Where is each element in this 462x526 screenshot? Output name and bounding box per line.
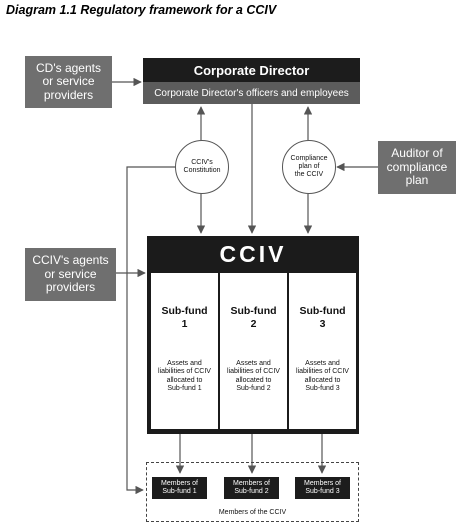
auditor-box: Auditor of compliance plan xyxy=(378,141,456,194)
cciv-box: CCIV Sub-fund 1 Assets and liabilities o… xyxy=(147,236,359,434)
arrow-constitution-to-members xyxy=(126,166,175,495)
auditor-line3: plan xyxy=(405,173,429,188)
cd-agents-line3: providers xyxy=(43,87,94,102)
cciv-agents-line1: CCIV's agents xyxy=(32,253,109,268)
subfund-1-desc-line1: Assets and xyxy=(167,360,202,367)
subfund-2-name-line1: Sub-fund xyxy=(230,305,277,317)
members-2-line2: Sub-fund 2 xyxy=(234,488,269,495)
subfund-2: Sub-fund 2 Assets and liabilities of CCI… xyxy=(220,273,287,429)
subfund-3-desc-line2: liabilities of CCIV xyxy=(296,368,349,376)
cciv-agents-line2: or service xyxy=(44,266,97,281)
subfund-1-name-line2: 1 xyxy=(181,318,188,331)
subfund-1-desc-line3: allocated to xyxy=(166,376,203,384)
subfund-2-desc-line2: liabilities of CCIV xyxy=(227,368,280,376)
compliance-plan-circle: Compliance plan of the CCIV xyxy=(282,140,336,194)
cd-agents-box: CD's agents or service providers xyxy=(25,56,112,108)
members-subfund-3: Members of Sub-fund 3 xyxy=(295,477,350,499)
auditor-line2: compliance xyxy=(386,159,448,174)
subfund-1: Sub-fund 1 Assets and liabilities of CCI… xyxy=(151,273,218,429)
compliance-line1: Compliance xyxy=(290,154,328,162)
members-of-cciv-frame xyxy=(146,462,359,522)
subfund-3-desc-line4: Sub-fund 3 xyxy=(305,385,340,393)
compliance-line2: plan of xyxy=(298,162,320,170)
cciv-constitution-circle: CCIV's Constitution xyxy=(175,140,229,194)
diagram-title: Diagram 1.1 Regulatory framework for a C… xyxy=(6,3,277,17)
subfund-2-desc-line1: Assets and xyxy=(236,360,271,367)
subfund-3-name-line1: Sub-fund xyxy=(299,305,346,317)
subfund-2-name-line2: 2 xyxy=(250,318,257,331)
corporate-director-box: Corporate Director Corporate Director's … xyxy=(143,58,360,104)
subfund-1-name-line1: Sub-fund xyxy=(161,305,208,317)
subfund-2-desc-line3: allocated to xyxy=(235,376,272,384)
members-of-cciv-label: Members of the CCIV xyxy=(218,509,287,516)
cd-agents-line2: or service xyxy=(42,74,95,89)
subfund-3: Sub-fund 3 Assets and liabilities of CCI… xyxy=(289,273,356,429)
cciv-agents-box: CCIV's agents or service providers xyxy=(25,248,116,301)
constitution-line1: CCIV's xyxy=(191,158,213,166)
subfund-3-desc-line3: allocated to xyxy=(304,376,341,384)
subfund-3-name-line2: 3 xyxy=(319,318,326,331)
compliance-line3: the CCIV xyxy=(294,171,324,179)
members-3-line1: Members of xyxy=(304,479,341,487)
subfund-1-desc-line2: liabilities of CCIV xyxy=(158,368,211,376)
subfund-3-desc-line1: Assets and xyxy=(305,360,340,367)
members-subfund-1: Members of Sub-fund 1 xyxy=(152,477,207,499)
constitution-line2: Constitution xyxy=(183,167,221,174)
corporate-director-officers: Corporate Director's officers and employ… xyxy=(143,82,360,104)
members-1-line2: Sub-fund 1 xyxy=(162,488,197,495)
cd-agents-line1: CD's agents xyxy=(36,60,101,75)
cciv-title: CCIV xyxy=(219,240,287,267)
subfund-1-desc-line4: Sub-fund 1 xyxy=(167,385,202,393)
members-subfund-2: Members of Sub-fund 2 xyxy=(224,477,279,499)
corporate-director-name: Corporate Director xyxy=(193,62,310,78)
subfund-2-desc-line4: Sub-fund 2 xyxy=(236,385,271,393)
members-1-line1: Members of xyxy=(161,479,198,487)
cciv-agents-line3: providers xyxy=(45,280,96,295)
members-3-line2: Sub-fund 3 xyxy=(305,488,340,495)
auditor-line1: Auditor of xyxy=(391,146,443,161)
members-2-line1: Members of xyxy=(233,479,270,487)
